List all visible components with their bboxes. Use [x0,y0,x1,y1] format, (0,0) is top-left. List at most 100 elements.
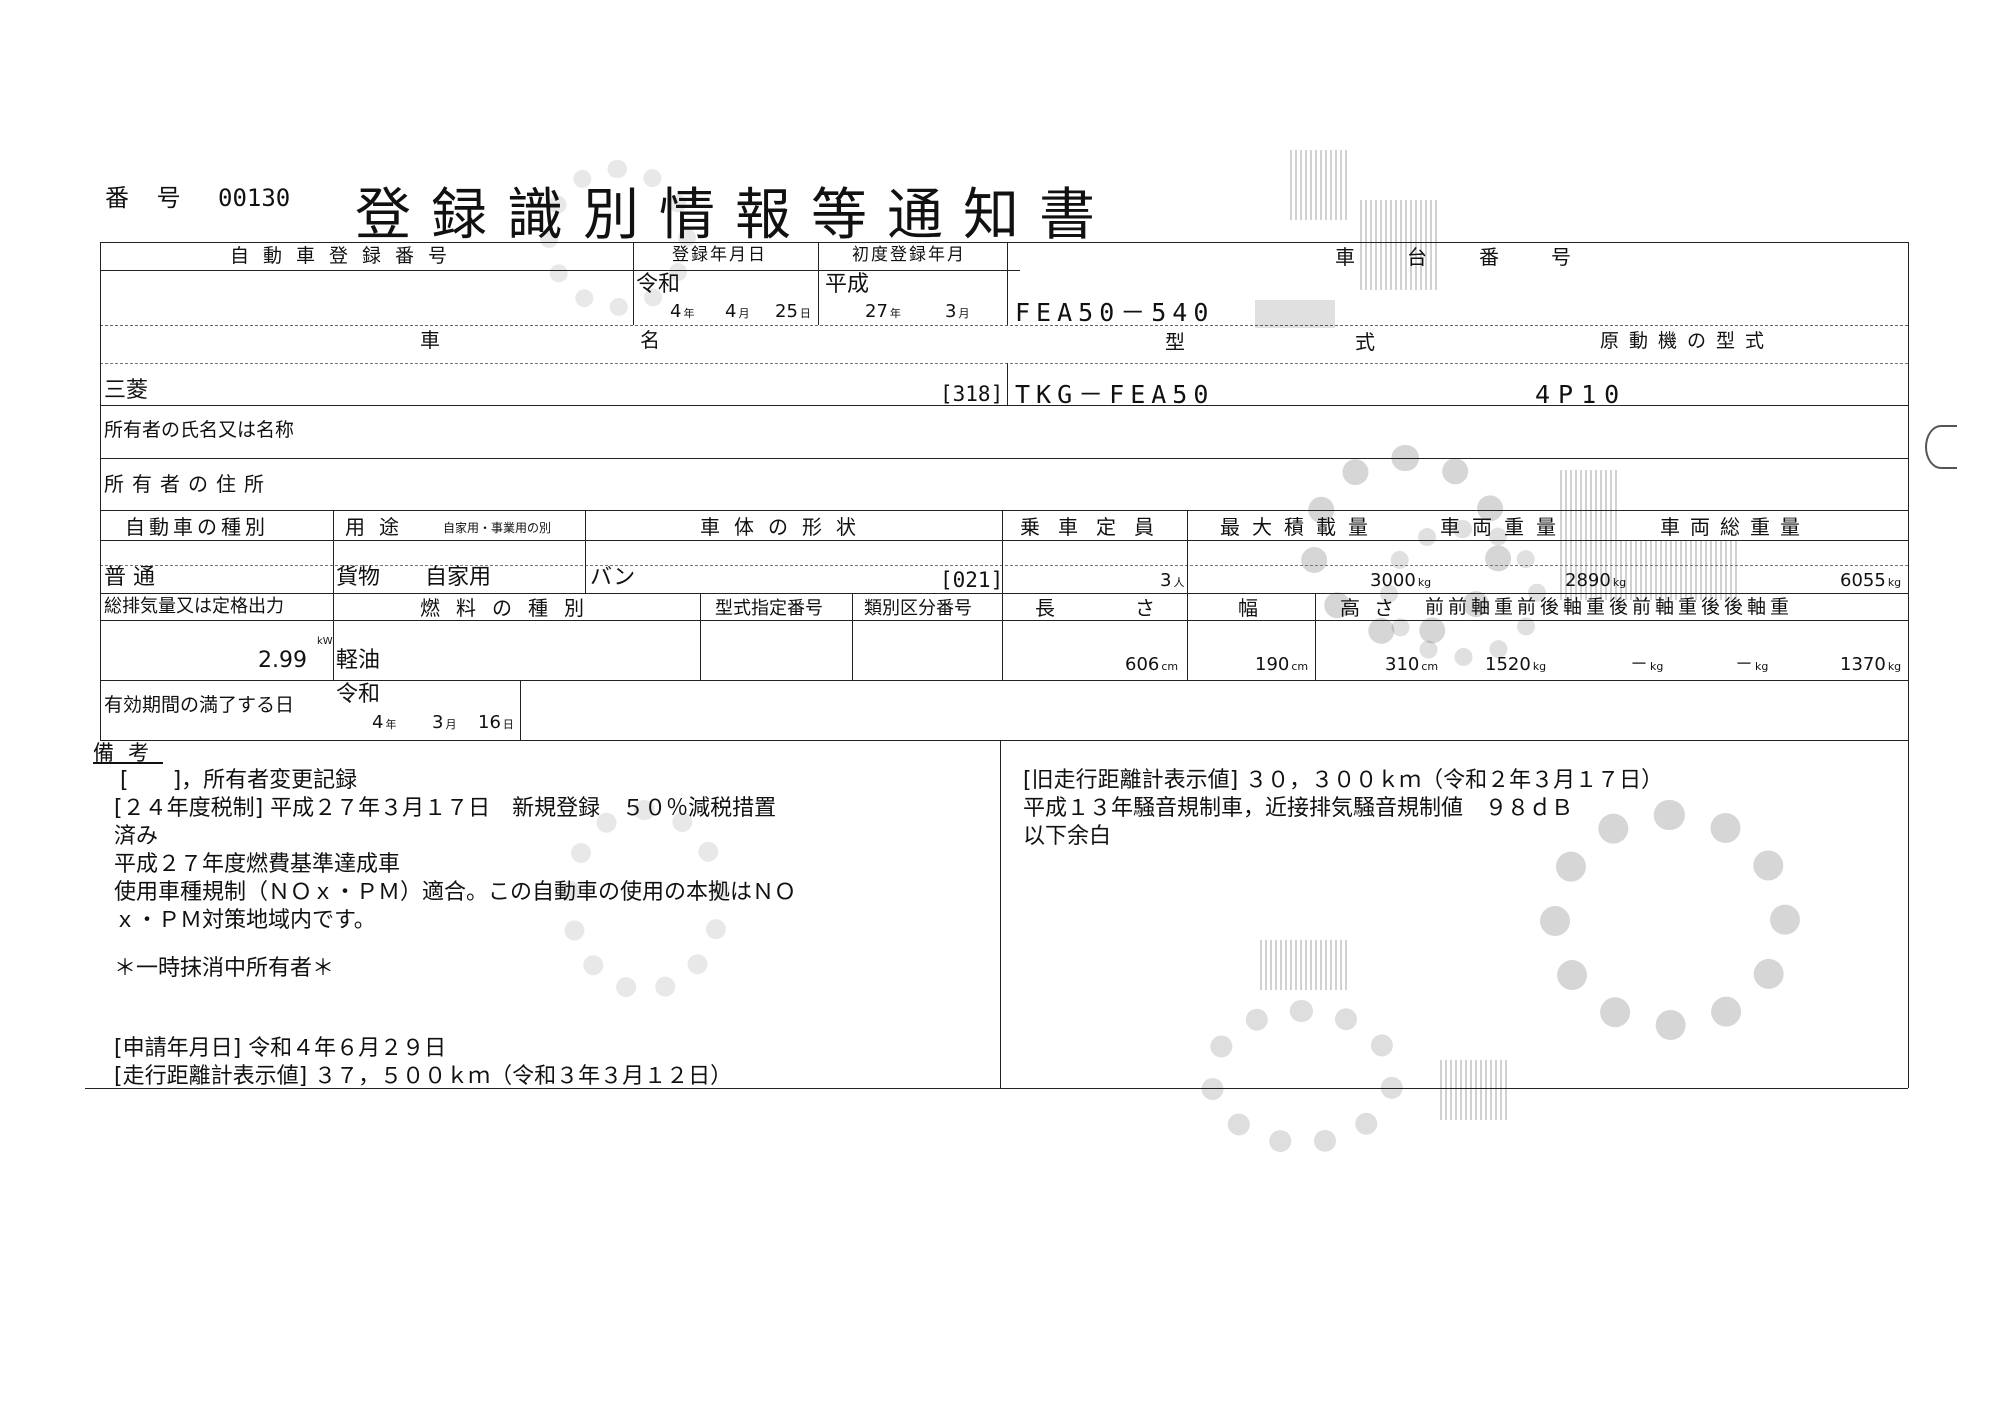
label-class-number: 類別区分番号 [864,598,972,619]
label-usage-sub: 自家用・事業用の別 [443,521,552,535]
label-owner-name: 所有者の氏名又は名称 [104,419,295,441]
label-type-designation: 型式指定番号 [715,598,823,619]
front-rear-axle: －kg [1630,654,1664,675]
rule [585,510,586,593]
first-reg-era: 平成 [825,272,870,297]
usage-private-commercial: 自家用 [425,565,492,590]
rule [700,593,701,680]
rule [1187,593,1188,680]
rule [818,242,819,325]
label-capacity: 乗車定員 [1020,515,1172,539]
body-shape: バン [590,565,636,590]
label-first-reg: 初度登録年月 [852,245,966,265]
rule [1000,740,1001,1088]
form-border-bottom [85,1088,1908,1089]
remarks-right-1: [旧走行距離計表示値] ３０，３００ｋｍ（令和２年３月１７日） [1023,768,1664,793]
form-border-left [100,242,101,740]
label-reg-date: 登録年月日 [672,245,767,265]
chassis-number: FEA50－540 [1015,298,1215,327]
vehicle-kind: 普 通 [104,565,155,590]
form-border-right [1908,242,1909,1088]
label-width: 幅 [1238,596,1258,620]
page-title: 登録識別情報等通知書 [355,183,1115,248]
rule [333,510,334,593]
rule [100,680,1908,681]
label-engine-model: 原動機の型式 [1600,330,1775,352]
usage: 貨物 [336,565,381,590]
rule [1002,510,1003,593]
model-type: TKG－FEA50 [1015,380,1215,409]
rule [100,405,1908,406]
remarks-left-8: ＊一時抹消中所有者＊ [114,956,335,981]
rule [100,458,1908,459]
rule [100,740,1908,741]
label-expiry: 有効期間の満了する日 [104,694,295,716]
document-number-label: 番 号 [105,184,191,212]
rule [100,270,1020,271]
label-height: 高さ [1340,596,1408,620]
remarks-left-6: ｘ・ＰＭ対策地域内です。 [114,908,376,933]
remarks-application-date: [申請年月日] 令和４年６月２９日 [114,1036,447,1061]
remarks-left-5: 使用車種規制（ＮＯｘ・ＰＭ）適合。この自動車の使用の本拠はＮＯ [114,880,797,905]
rule [633,242,634,325]
displacement: 2.99 [258,648,307,673]
rule [1002,593,1003,680]
label-model: 型式 [1165,330,1545,354]
remarks-left-2: [２４年度税制] 平成２７年３月１７日 新規登録 ５０％減税措置 [114,796,777,821]
rule [100,620,1908,621]
document-number: 00130 [218,184,291,212]
rule [100,540,1908,541]
remarks-right-2: 平成１３年騒音規制車，近接排気騒音規制値 ９８ｄＢ [1023,796,1574,821]
label-vehicle-kind: 自動車の種別 [125,515,269,539]
car-name: 三菱 [104,378,149,403]
model-code: [318] [940,382,1004,406]
label-body-shape: 車体の形状 [700,515,870,539]
label-fuel: 燃料の種別 [420,596,600,620]
label-displacement: 総排気量又は定格出力 [104,596,284,617]
remarks-odometer: [走行距離計表示値] ３７，５００ｋｍ（令和３年３月１２日） [114,1064,733,1089]
reg-era: 令和 [636,272,681,297]
remarks-left-3: 済み [114,824,159,849]
body-shape-code: [021] [940,568,1004,592]
label-axle-weights: 前前軸重前後軸重後前軸重後後軸重 [1425,596,1794,618]
remarks-left-1: [ ]，所有者変更記録 [120,768,358,793]
fuel-type: 軽油 [336,648,381,673]
label-car-name: 車名 [420,328,860,352]
rule [1007,363,1008,405]
rule [852,593,853,680]
rule [520,680,521,740]
remarks-right-3: 以下余白 [1023,824,1112,849]
expiry-era: 令和 [336,682,381,707]
rule [100,510,1908,511]
form-border-top [100,242,1908,243]
unit-kw: kW [317,636,333,647]
label-length: 長さ [1035,596,1235,620]
rule [100,363,1908,364]
label-vehicle-weight: 車両重量 [1440,515,1568,539]
label-reg-number: 自動車登録番号 [230,245,462,267]
rear-front-axle: －kg [1735,654,1769,675]
punch-hole-mark [1925,425,1957,469]
label-chassis-number: 車台番号 [1335,245,1623,269]
label-owner-address: 所有者の住所 [104,472,272,496]
label-gross-weight: 車両総重量 [1660,515,1810,539]
rule [1315,593,1316,680]
label-max-load: 最大積載量 [1220,515,1380,539]
rule [100,325,1908,326]
